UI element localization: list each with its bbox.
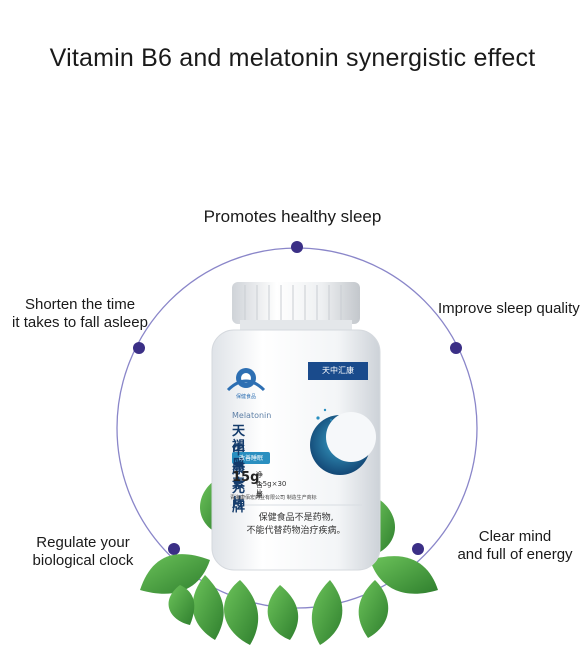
ring-dot-left-upper bbox=[133, 342, 145, 354]
brand-badge-text: 天中汇康 bbox=[322, 366, 354, 375]
benefit-right-lower-line1: Clear mind bbox=[478, 528, 552, 545]
logo-caption: 保健食品 bbox=[235, 394, 256, 400]
warning-line2: 不能代替药物治疗疾病。 bbox=[246, 526, 346, 536]
benefit-right-lower: Clear mind and full of energy bbox=[446, 528, 584, 564]
leaf bbox=[370, 556, 438, 594]
benefit-left-lower-line2: biological clock bbox=[32, 552, 134, 569]
net-label: 净含量 bbox=[256, 471, 263, 499]
bottle-cap bbox=[232, 282, 360, 324]
brand-badge bbox=[308, 362, 368, 380]
leaf bbox=[140, 554, 210, 594]
headline: Vitamin B6 and melatonin synergistic eff… bbox=[49, 44, 536, 72]
benefit-left-lower-line1: Regulate your bbox=[36, 534, 130, 551]
leaf bbox=[311, 580, 343, 645]
benefit-left-upper: Shorten the time it takes to fall asleep bbox=[0, 296, 160, 332]
leaf bbox=[267, 585, 299, 640]
bottle-body bbox=[211, 329, 381, 571]
benefit-right-lower-line2: and full of energy bbox=[457, 546, 573, 563]
cap-ridges bbox=[244, 285, 342, 321]
ring-dot-right-upper bbox=[450, 342, 462, 354]
benefit-top: Promotes healthy sleep bbox=[203, 207, 382, 226]
benefit-left-upper-line2: it takes to fall asleep bbox=[12, 314, 148, 331]
spec: 0.5g×30片 bbox=[256, 480, 287, 497]
leaf bbox=[358, 580, 389, 638]
weight: 15g bbox=[232, 470, 260, 485]
latin-name: Melatonin bbox=[232, 411, 272, 420]
ring-dot-top bbox=[291, 241, 303, 253]
ring-dot-right-lower bbox=[412, 543, 424, 555]
leaf bbox=[168, 585, 195, 625]
tag-badge bbox=[232, 452, 270, 464]
product-name-line2: 褪黑素片 bbox=[232, 439, 246, 511]
maker: 青海康佰宏药业有限公司 制造生产商标 bbox=[230, 495, 317, 501]
benefit-left-lower: Regulate your biological clock bbox=[18, 534, 148, 570]
warning-line1: 保健食品不是药物, bbox=[258, 513, 334, 523]
product-name-line1: 天中康元牌 bbox=[232, 424, 246, 515]
leaf bbox=[223, 580, 259, 645]
leaf bbox=[192, 575, 224, 640]
benefit-left-upper-line1: Shorten the time bbox=[24, 296, 136, 313]
ring-dot-left-lower bbox=[168, 543, 180, 555]
benefit-right-upper: Improve sleep quality bbox=[438, 300, 580, 317]
tag-text: 改善睡眠 bbox=[238, 455, 263, 462]
